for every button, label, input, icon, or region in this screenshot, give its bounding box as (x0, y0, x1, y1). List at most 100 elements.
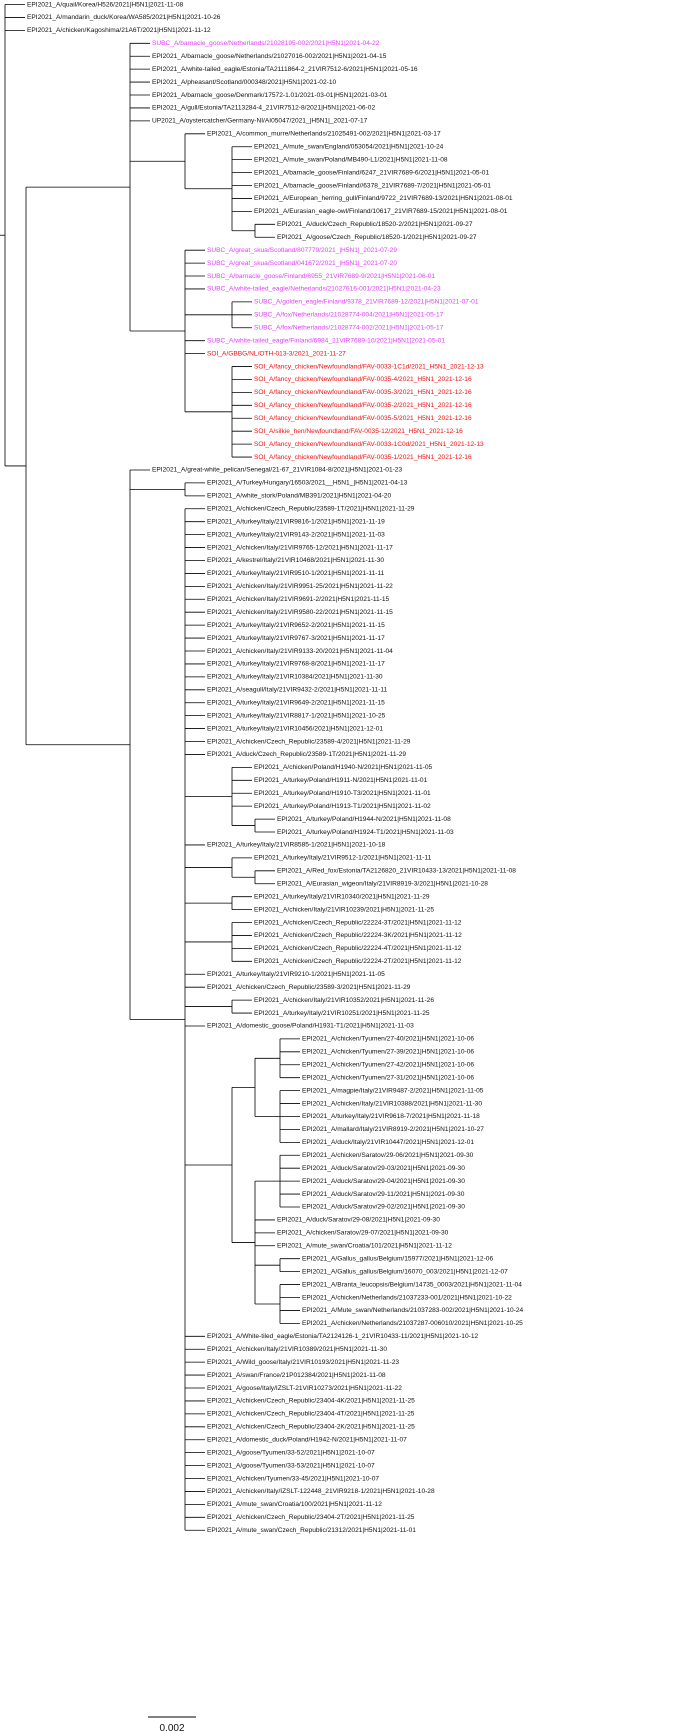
leaf-label: EPI2021_A/gull/Estonia/TA2113284-4_21VIR… (152, 105, 375, 112)
leaf-label: EPI2021_A/goose/Italy/IZSLT-21VIR10273/2… (207, 1385, 402, 1392)
leaf-label: EPI2021_A/duck/Saratov/29-03/2021|H5N1|2… (302, 1165, 465, 1172)
leaf-label: EPI2021_A/barnacle_goose/Denmark/17572-1… (152, 92, 388, 99)
leaf-label: EPI2021_A/chicken/Tyumen/27-40/2021|H5N1… (302, 1036, 474, 1043)
leaf-label: EPI2021_A/turkey/Italy/21VIR9768-8/2021|… (207, 661, 385, 668)
leaf-label: EPI2021_A/chicken/Czech_Republic/22224-2… (254, 958, 462, 965)
leaf-label: SOI_A/fancy_chicken/Newfoundland/FAV-003… (254, 363, 484, 370)
leaf-label: EPI2021_A/Gallus_gallus/Belgium/15977/20… (302, 1255, 493, 1262)
leaf-label: EPI2021_A/chicken/Czech_Republic/23589-4… (207, 738, 411, 745)
leaf-label: EPI2021_A/chicken/Italy/21VIR9765-12/202… (207, 544, 393, 551)
leaf-label: EPI2021_A/chicken/Czech_Republic/23404-4… (207, 1398, 415, 1405)
leaf-label: EPI2021_A/mute_swan/England/053054/2021|… (254, 143, 444, 150)
leaf-label: EPI2021_A/turkey/Italy/21VIR9649-2/2021|… (207, 699, 385, 706)
leaf-label: EPI2021_A/turkey/Italy/21VIR10384/2021|H… (207, 674, 383, 681)
leaf-label: EPI2021_A/chicken/Italy/IZSLT-122448_21V… (207, 1488, 435, 1495)
leaf-label: EPI2021_A/chicken/Netherlands/21037233-0… (302, 1294, 512, 1301)
leaf-label: EPI2021_A/turkey/Italy/21VIR10456/2021|H… (207, 725, 383, 732)
leaf-label: SOI_A/fancy_chicken/Newfoundland/FAV-003… (254, 454, 472, 461)
leaf-label: EPI2021_A/chicken/Czech_Republic/23404-2… (207, 1424, 415, 1431)
leaf-label: EPI2021_A/turkey/Poland/H1924-T1/2021|H5… (277, 829, 454, 836)
leaf-label: EPI2021_A/turkey/Italy/21VIR9767-3/2021|… (207, 635, 385, 642)
leaf-label: EPI2021_A/European_herring_gull/Finland/… (254, 195, 513, 202)
scale-bar-label: 0.002 (159, 1723, 184, 1733)
leaf-label: EPI2021_A/Turkey/Hungary/16503/2021__H5N… (207, 480, 408, 487)
leaf-label: EPI2021_A/chicken/Tyumen/33-45/2021|H5N1… (207, 1475, 379, 1482)
leaf-label: SOI_A/fancy_chicken/Newfoundland/FAV-003… (254, 441, 484, 448)
leaf-label: EPI2021_A/barnacle_goose/Finland//6378_2… (254, 182, 491, 189)
leaf-label: EPI2021_A/mute_swan/Croatia/100/2021|H5N… (207, 1501, 382, 1508)
leaf-label: EPI2021_A/goose/Tyumen/33-53/2021|H5N1|2… (207, 1462, 375, 1469)
leaf-label: EPI2021_A/mute_swan/Croatia/101/2021|H5N… (277, 1243, 452, 1250)
leaf-label: EPI2021_A/duck/Czech_Republic/18520-2/20… (277, 221, 473, 228)
leaf-label: EPI2021_A/chicken/Italy/21VIR9133-20/202… (207, 648, 393, 655)
leaf-label: SUBC_A/golden_eagle/Finland/9378_21VIR76… (254, 299, 479, 306)
leaf-label: SOI_A/silkie_hen/Newfoundland/FAV-0035-1… (254, 428, 463, 435)
leaf-label: EPI2021_A/barnacle_goose/Netherlands/210… (152, 53, 387, 60)
leaf-label: EPI2021_A/mallard/Italy/21VIR8919-2/2021… (302, 1126, 484, 1133)
leaf-label: EPI2021_A/seagull/Italy/21VIR9432-2/2021… (207, 687, 388, 694)
leaf-label: EPI2021_A/duck/Italy/21VIR10447/2021|H5N… (302, 1139, 474, 1146)
leaf-label: EPI2021_A/chicken/Italy/21VIR9580-22/202… (207, 609, 393, 616)
leaf-label: EPI2021_A/chicken/Tyumen/27-31/2021|H5N1… (302, 1074, 474, 1081)
leaf-label: EPI2021_A/pheasant/Scotland/000348/2021|… (152, 79, 336, 86)
leaf-label: EPI2021_A/turkey/Italy/21VIR9618-7/2021|… (302, 1113, 480, 1120)
leaf-label: EPI2021_A/chicken/Saratov/29-06/2021|H5N… (302, 1152, 474, 1159)
leaf-label: SOI_A/GBBG/NL/OTH-013-3/2021_2021-11-27 (207, 350, 346, 357)
leaf-label: EPI2021_A/turkey/Poland/H1910-T3/2021|H5… (254, 790, 431, 797)
leaf-label: EPI2021_A/chicken/Italy/21VIR10239/2021|… (254, 906, 434, 913)
scale-bar: 0.002 (148, 1716, 196, 1733)
leaf-label: EPI2021_A/chicken/Kagoshima/21A6T/2021|H… (27, 27, 211, 34)
leaf-label: EPI2021_A/mute_swan/Czech_Republic/21312… (207, 1527, 416, 1534)
leaf-label: SUBC_A/fox/Netherlands/21028774-004/2021… (254, 312, 444, 319)
leaf-label: EPI2021_A/chicken/Saratov/29-07/2021|H5N… (277, 1230, 449, 1237)
leaf-label: EPI2021_A/Red_fox/Estonia/TA2126820_21VI… (277, 868, 516, 875)
leaf-label: EPI2021_A/mandarin_duck/Korea/WA585/2021… (27, 14, 221, 21)
leaf-label: EPI2021_A/White-tiled_eagle/Estonia/TA21… (207, 1333, 478, 1340)
leaf-label: EPI2021_A/turkey/Italy/21VIR9210-1/2021|… (207, 971, 385, 978)
leaf-label: EPI2021_A/chicken/Italy/21VIR10388/2021|… (302, 1100, 482, 1107)
leaf-label: EPI2021_A/chicken/Poland/H1940-N/2021|H5… (254, 764, 432, 771)
leaf-label: EPI2021_A/common_murre/Netherlands/21025… (207, 131, 441, 138)
leaf-label: EPI2021_A/chicken/Italy/21VIR9951-25/202… (207, 583, 393, 590)
leaf-label: EPI2021_A/turkey/Italy/21VIR10340/2021|H… (254, 893, 430, 900)
leaf-label: EPI2021_A/Branta_leucopsis/Belgium/14735… (302, 1281, 522, 1288)
leaf-label: UP2021_A/oystercatcher/Germany-NI/AI0504… (152, 118, 368, 125)
leaf-label: SOI_A/fancy_chicken/Newfoundland/FAV-003… (254, 402, 472, 409)
leaf-label: EPI2021_A/turkey/Italy/21VIR8817-1/2021|… (207, 712, 386, 719)
leaf-label: EPI2021_A/swan/France/21P012384/2021|H5N… (207, 1372, 386, 1379)
leaf-label: SOI_A/fancy_chicken/Newfoundland/FAV-003… (254, 376, 472, 383)
leaf-label: EPI2021_A/goose/Czech_Republic/18520-1/2… (277, 234, 477, 241)
leaf-label: EPI2021_A/turkey/Italy/21VIR9652-2/2021|… (207, 622, 385, 629)
leaf-label: EPI2021_A/chicken/Tyumen/27-39/2021|H5N1… (302, 1049, 474, 1056)
tree-branches (0, 4, 300, 1531)
leaf-label: EPI2021_A/turkey/Italy/21VIR9816-1/2021|… (207, 518, 385, 525)
leaf-label: EPI2021_A/chicken/Czech_Republic/22224-3… (254, 932, 462, 939)
leaf-label: EPI2021_A/chicken/Tyumen/27-42/2021|H5N1… (302, 1062, 474, 1069)
leaf-label: EPI2021_A/chicken/Czech_Republic/22224-3… (254, 919, 462, 926)
leaf-label: EPI2021_A/Gallus_gallus/Belgium/16070_00… (302, 1268, 508, 1275)
leaf-label: EPI2021_A/white-tailed_eagle/Estonia/TA2… (152, 66, 418, 73)
leaf-label: EPI2021_A/mute_swan/Poland/MB490-L1/2021… (254, 156, 448, 163)
leaf-label: EPI2021_A/chicken/Czech_Republic/23404-4… (207, 1411, 415, 1418)
leaf-label: SUBC_A/white-tailed_eagle/Finland/6984_2… (207, 337, 445, 344)
leaf-label: EPI2021_A/Wild_goose/Italy/21VIR10193/20… (207, 1359, 399, 1366)
leaf-label: EPI2021_A/chicken/Czech_Republic/23589-3… (207, 984, 411, 991)
leaf-label: EPI2021_A/magpie/Italy/21VIR9487-2/2021|… (302, 1087, 484, 1094)
leaf-label: EPI2021_A/Mute_swan/Netherlands/21037283… (302, 1307, 524, 1314)
leaf-label: EPI2021_A/great-white_pelican/Senegal/21… (152, 467, 402, 474)
leaf-label: SUBC_A/barnacle_goose/Finland/6955_21VIR… (207, 273, 435, 280)
leaf-label: EPI2021_A/chicken/Italy/21VIR9691-2/2021… (207, 596, 390, 603)
leaf-label: SUBC_A/fox/Netherlands/21028774-002/2021… (254, 325, 444, 332)
leaf-label: EPI2021_A/turkey/Italy/21VIR8585-1/2021|… (207, 842, 386, 849)
leaf-label: EPI2021_A/chicken/Italy/21VIR10352/2021|… (254, 997, 434, 1004)
leaf-label: EPI2021_A/duck/Saratov/29-11/2021|H5N1|2… (302, 1191, 465, 1198)
leaf-label: EPI2021_A/white_stork/Poland/MB391/2021|… (207, 493, 391, 500)
leaf-label: EPI2021_A/domestic_goose/Poland/H1931-T1… (207, 1023, 414, 1030)
leaf-label: EPI2021_A/duck/Saratov/29-04/2021|H5N1|2… (302, 1178, 465, 1185)
tree-leaf-labels: EPI2021_A/quail/Korea/H526/2021|H5N1|202… (27, 1, 524, 1534)
leaf-label: EPI2021_A/duck/Saratov/29-08/2021|H5N1|2… (277, 1217, 440, 1224)
leaf-label: EPI2021_A/turkey/Italy/21VIR9143-2/2021|… (207, 531, 385, 538)
leaf-label: EPI2021_A/turkey/Poland/H1911-N/2021|H5N… (254, 777, 428, 784)
leaf-label: EPI2021_A/chicken/Czech_Republic/23589-1… (207, 506, 415, 513)
